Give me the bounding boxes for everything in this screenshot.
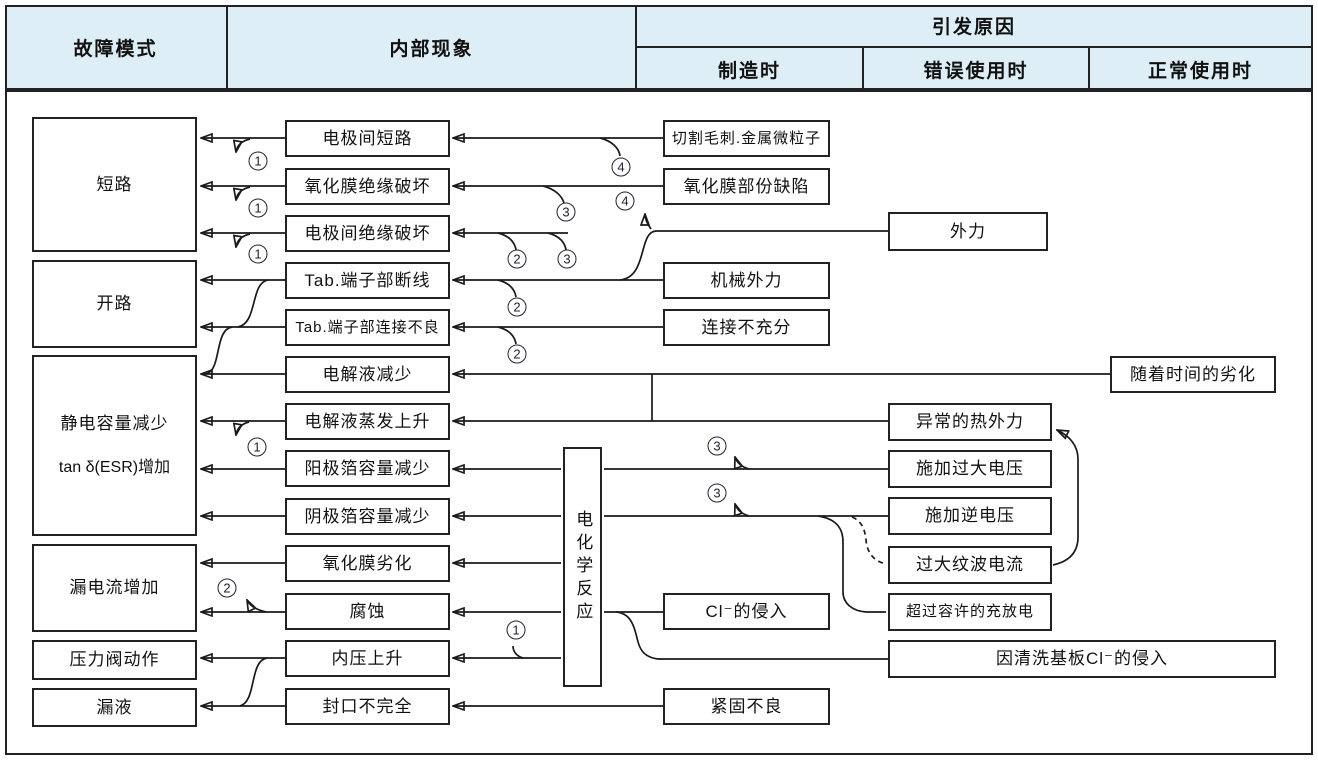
node-external-force: 外力 [888, 212, 1048, 251]
node-insufficient-connection: 连接不充分 [663, 309, 830, 346]
header-trigger-cause: 引发原因 [931, 17, 1016, 38]
node-electrolyte-evaporation: 电解液蒸发上升 [285, 403, 450, 440]
node-internal-pressure-rise: 内压上升 [285, 640, 450, 677]
node-open-circuit: 开路 [32, 260, 197, 348]
jump-label-3: 3 [707, 483, 727, 503]
header-divider-2 [635, 5, 637, 90]
node-electrochemical-reaction: 电化学反应 [563, 447, 602, 687]
node-tab-terminal-wire-break: Tab.端子部断线 [285, 262, 450, 299]
node-electrode-short: 电极间短路 [285, 120, 450, 157]
node-electrolyte-decrease: 电解液减少 [285, 356, 450, 393]
node-excessive-ripple-current: 过大纹波电流 [888, 546, 1052, 584]
node-cl-intrusion: Cl⁻的侵入 [663, 593, 830, 630]
jump-label-3: 3 [557, 249, 577, 269]
node-electrode-insulation-breakdown: 电极间绝缘破坏 [285, 215, 450, 252]
node-abnormal-thermal-stress: 异常的热外力 [888, 403, 1052, 441]
node-excessive-voltage: 施加过大电压 [888, 450, 1052, 488]
node-capacitance-decrease-line1: 静电容量减少 [60, 413, 169, 433]
header-failure-mode: 故障模式 [73, 39, 158, 60]
node-deterioration-over-time: 随着时间的劣化 [1110, 356, 1276, 393]
jump-label-2: 2 [507, 249, 527, 269]
jump-label-2: 2 [507, 344, 527, 364]
node-poor-tightening: 紧固不良 [663, 688, 830, 725]
header-sub-normal: 正常使用时 [1147, 60, 1253, 82]
node-cutting-burr-metal-particles: 切割毛刺.金属微粒子 [663, 120, 830, 157]
node-cathode-foil-capacity-decrease: 阴极箔容量减少 [285, 498, 450, 535]
node-pressure-valve-operation: 压力阀动作 [32, 640, 197, 680]
header-divider-1 [226, 5, 228, 90]
jump-label-1: 1 [248, 244, 268, 264]
jump-label-1: 1 [247, 437, 267, 457]
jump-label-3: 3 [707, 436, 727, 456]
jump-label-1: 1 [248, 198, 268, 218]
node-oxide-film-insulation-breakdown: 氧化膜绝缘破坏 [285, 168, 450, 205]
node-capacitance-decrease: 静电容量减少 tan δ(ESR)增加 [32, 355, 197, 536]
header-internal-phenomenon: 内部现象 [389, 39, 474, 60]
node-cl-intrusion-from-board-cleaning: 因清洗基板Cl⁻的侵入 [888, 640, 1276, 678]
node-anode-foil-capacity-decrease: 阳极箔容量减少 [285, 450, 450, 487]
node-tab-terminal-poor-connection: Tab.端子部连接不良 [285, 309, 450, 346]
node-over-allowable-charge-discharge: 超过容许的充放电 [888, 593, 1052, 631]
header-sub-divider-1 [862, 48, 864, 90]
jump-label-1: 1 [248, 151, 268, 171]
header-sub-misuse: 错误使用时 [923, 60, 1029, 82]
node-corrosion: 腐蚀 [285, 593, 450, 630]
flow-lines [201, 138, 1110, 706]
jump-label-2: 2 [507, 297, 527, 317]
jump-label-1: 1 [506, 620, 526, 640]
jump-label-4: 4 [615, 191, 635, 211]
node-incomplete-sealing: 封口不完全 [285, 688, 450, 725]
node-short-circuit: 短路 [32, 117, 197, 252]
jump-label-4: 4 [611, 157, 631, 177]
jump-label-2: 2 [217, 578, 237, 598]
jump-label-3: 3 [556, 202, 576, 222]
header-sub-manufacturing: 制造时 [717, 60, 781, 82]
header-subrow-divider [637, 46, 1311, 48]
header-sub-divider-2 [1088, 48, 1090, 90]
node-reverse-voltage: 施加逆电压 [888, 497, 1052, 535]
node-mechanical-force: 机械外力 [663, 262, 830, 299]
node-oxide-film-degradation: 氧化膜劣化 [285, 545, 450, 582]
node-liquid-leakage: 漏液 [32, 688, 197, 727]
node-capacitance-decrease-line2: tan δ(ESR)增加 [58, 459, 171, 477]
node-oxide-film-partial-defect: 氧化膜部份缺陷 [663, 168, 830, 205]
node-leakage-current-increase: 漏电流增加 [32, 544, 197, 632]
